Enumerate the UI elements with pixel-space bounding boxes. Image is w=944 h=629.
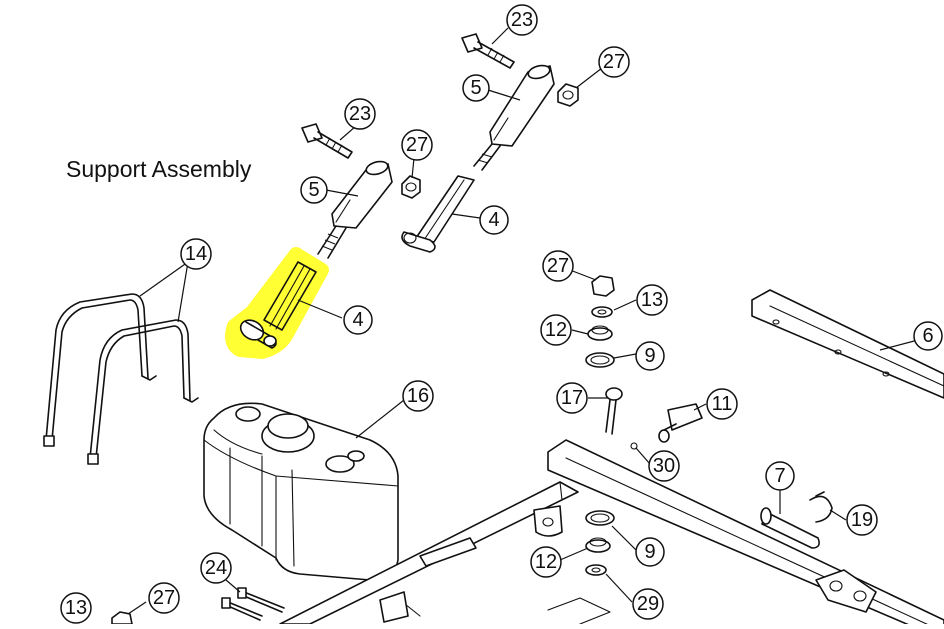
callout-6: 6 bbox=[913, 321, 943, 351]
svg-text:12: 12 bbox=[535, 551, 557, 573]
diagram-title: Support Assembly bbox=[66, 156, 252, 182]
hardware-stack-upper[interactable] bbox=[585, 275, 615, 368]
support-tube-right[interactable] bbox=[401, 175, 475, 253]
svg-text:24: 24 bbox=[205, 557, 227, 579]
callout-27-right: 27 bbox=[598, 46, 630, 78]
svg-text:6: 6 bbox=[922, 325, 933, 347]
lynch-clip[interactable] bbox=[658, 403, 703, 443]
svg-text:4: 4 bbox=[488, 209, 499, 231]
support-arm-left[interactable] bbox=[317, 159, 393, 259]
hitch-pin[interactable] bbox=[605, 387, 623, 435]
svg-text:13: 13 bbox=[65, 597, 87, 619]
svg-text:5: 5 bbox=[308, 179, 319, 201]
cross-tube[interactable] bbox=[751, 289, 944, 399]
hardware-stack-lower[interactable] bbox=[585, 510, 615, 576]
svg-text:27: 27 bbox=[406, 134, 428, 156]
leader-lines bbox=[127, 27, 919, 615]
svg-text:7: 7 bbox=[774, 465, 785, 487]
callout-17: 17 bbox=[556, 382, 588, 414]
nut-right[interactable] bbox=[557, 83, 579, 107]
callout-5-left: 5 bbox=[300, 176, 328, 204]
cotter-ring[interactable] bbox=[630, 442, 638, 450]
support-arm-right[interactable] bbox=[473, 63, 555, 171]
callout-5-right: 5 bbox=[462, 74, 490, 102]
svg-text:27: 27 bbox=[603, 51, 625, 73]
callout-29: 29 bbox=[632, 588, 664, 620]
main-frame[interactable] bbox=[279, 439, 944, 629]
callout-4-right: 4 bbox=[479, 205, 509, 235]
callout-27-hardware: 27 bbox=[542, 250, 574, 282]
callout-27-left: 27 bbox=[401, 129, 433, 161]
svg-text:12: 12 bbox=[545, 319, 567, 341]
callout-23-right: 23 bbox=[506, 4, 538, 36]
svg-text:16: 16 bbox=[407, 385, 429, 407]
svg-text:19: 19 bbox=[851, 509, 873, 531]
callout-12-upper: 12 bbox=[540, 314, 572, 346]
callout-9-upper: 9 bbox=[635, 341, 665, 371]
svg-text:17: 17 bbox=[561, 387, 583, 409]
svg-text:9: 9 bbox=[644, 541, 655, 563]
svg-text:13: 13 bbox=[641, 289, 663, 311]
svg-text:14: 14 bbox=[185, 243, 207, 265]
axle-pin[interactable] bbox=[760, 507, 820, 549]
bolts-lower[interactable] bbox=[111, 587, 285, 625]
handle-frame[interactable] bbox=[43, 293, 199, 465]
callout-11: 11 bbox=[706, 388, 738, 420]
svg-text:23: 23 bbox=[511, 9, 533, 31]
spring-clip[interactable] bbox=[809, 491, 833, 523]
bolt-right[interactable] bbox=[461, 33, 515, 69]
svg-text:11: 11 bbox=[712, 393, 733, 415]
svg-text:23: 23 bbox=[349, 103, 371, 125]
fuel-tank[interactable] bbox=[203, 402, 399, 581]
svg-text:27: 27 bbox=[153, 587, 175, 609]
callout-4-left: 4 bbox=[343, 305, 373, 335]
callout-19: 19 bbox=[846, 504, 878, 536]
callout-27-lower: 27 bbox=[148, 582, 180, 614]
svg-text:4: 4 bbox=[352, 309, 363, 331]
svg-text:29: 29 bbox=[637, 593, 659, 615]
svg-text:30: 30 bbox=[653, 455, 675, 477]
callout-13-lower: 13 bbox=[60, 592, 92, 624]
svg-text:27: 27 bbox=[547, 255, 569, 277]
callout-30: 30 bbox=[648, 450, 680, 482]
bolt-left[interactable] bbox=[301, 123, 353, 159]
callout-16: 16 bbox=[402, 380, 434, 412]
callout-7: 7 bbox=[765, 461, 795, 491]
svg-text:5: 5 bbox=[470, 77, 481, 99]
callout-9-lower: 9 bbox=[635, 537, 665, 567]
callout-13-hardware: 13 bbox=[636, 284, 668, 316]
nut-left[interactable] bbox=[401, 175, 421, 199]
callout-14: 14 bbox=[180, 238, 212, 270]
callout-24: 24 bbox=[200, 552, 232, 584]
callout-12-lower: 12 bbox=[530, 546, 562, 578]
svg-text:9: 9 bbox=[644, 345, 655, 367]
highlighted-support-tube[interactable] bbox=[225, 247, 329, 359]
callout-23-left: 23 bbox=[344, 98, 376, 130]
